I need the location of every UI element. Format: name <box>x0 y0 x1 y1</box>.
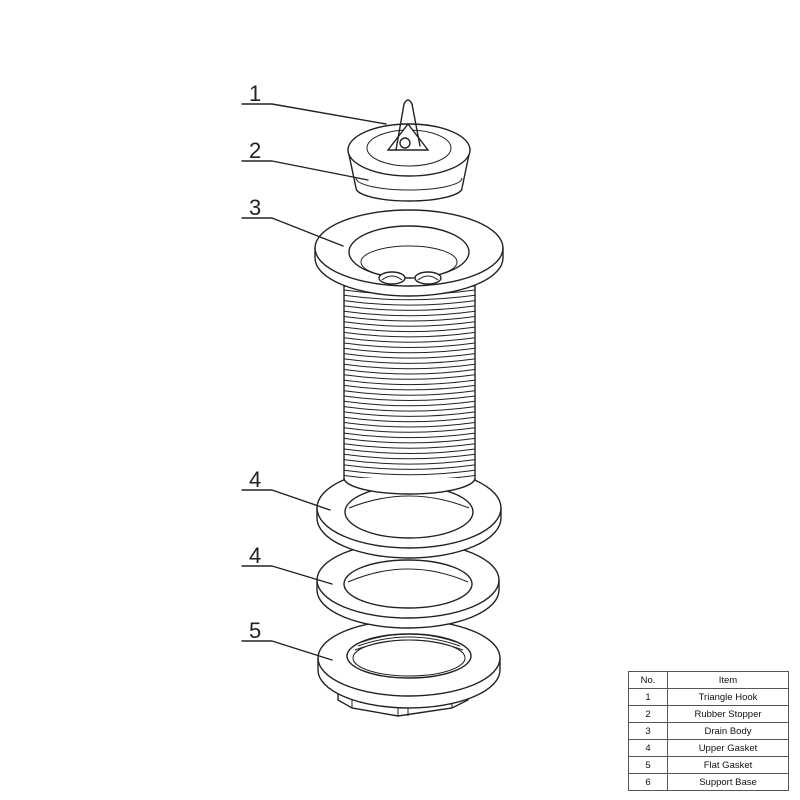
support-base <box>317 619 501 717</box>
drain-body-threads <box>343 289 476 481</box>
thread-line <box>343 437 476 444</box>
flat-gasket <box>316 541 500 629</box>
table-row: 2 Rubber Stopper <box>628 705 789 723</box>
thread-line <box>343 331 476 338</box>
row-item: Flat Gasket <box>667 756 789 774</box>
callout-leaders <box>241 103 387 661</box>
callout-number: 1 <box>249 81 261 106</box>
thread-line <box>343 443 476 449</box>
row-item: Triangle Hook <box>667 688 789 706</box>
thread-line <box>343 422 476 428</box>
thread-line <box>343 384 476 391</box>
thread-line <box>343 353 476 359</box>
parts-table: No. Item 1 Triangle Hook 2 Rubber Stoppe… <box>628 671 789 791</box>
thread-line <box>343 321 476 327</box>
thread-line <box>343 342 476 348</box>
thread-line <box>343 416 476 423</box>
row-no: 2 <box>628 705 668 723</box>
thread-line <box>343 453 476 460</box>
thread-line <box>343 379 476 386</box>
drain-body <box>314 209 504 495</box>
row-no: 3 <box>628 722 668 740</box>
thread-line <box>343 326 476 333</box>
row-no: 1 <box>628 688 668 706</box>
row-no: 4 <box>628 739 668 757</box>
thread-line <box>343 469 476 476</box>
thread-line <box>343 294 476 301</box>
table-row: 4 Upper Gasket <box>628 739 789 757</box>
thread-line <box>343 358 476 364</box>
table-row: 6 Support Base <box>628 773 789 791</box>
table-row: 5 Flat Gasket <box>628 756 789 774</box>
callout-number: 3 <box>249 195 261 220</box>
table-row: 3 Drain Body <box>628 722 789 740</box>
thread-line <box>343 390 476 396</box>
thread-line <box>343 374 476 380</box>
thread-line <box>343 464 476 470</box>
row-no: 5 <box>628 756 668 774</box>
thread-line <box>343 406 476 412</box>
thread-line <box>343 305 476 311</box>
callout-number: 4 <box>249 543 261 568</box>
thread-line <box>343 337 476 343</box>
callout-number: 2 <box>249 138 261 163</box>
table-row: 1 Triangle Hook <box>628 688 789 706</box>
thread-line <box>343 427 476 433</box>
row-no: 6 <box>628 773 668 791</box>
callout-number: 4 <box>249 467 261 492</box>
row-item: Rubber Stopper <box>667 705 789 723</box>
thread-line <box>343 369 476 375</box>
header-item: Item <box>667 671 789 689</box>
thread-line <box>343 316 476 322</box>
thread-line <box>343 411 476 417</box>
parts-table-header: No. Item <box>628 671 789 689</box>
thread-line <box>343 448 476 454</box>
thread-line <box>343 300 476 306</box>
thread-line <box>343 459 476 465</box>
row-item: Upper Gasket <box>667 739 789 757</box>
thread-line <box>343 347 476 354</box>
callout-number: 5 <box>249 618 261 643</box>
triangle-hook <box>386 99 430 151</box>
thread-line <box>343 395 476 401</box>
thread-line <box>343 432 476 439</box>
row-item: Drain Body <box>667 722 789 740</box>
row-item: Support Base <box>667 773 789 791</box>
thread-line <box>343 400 476 407</box>
header-no: No. <box>628 671 668 689</box>
thread-line <box>343 310 476 317</box>
thread-line <box>343 363 476 370</box>
